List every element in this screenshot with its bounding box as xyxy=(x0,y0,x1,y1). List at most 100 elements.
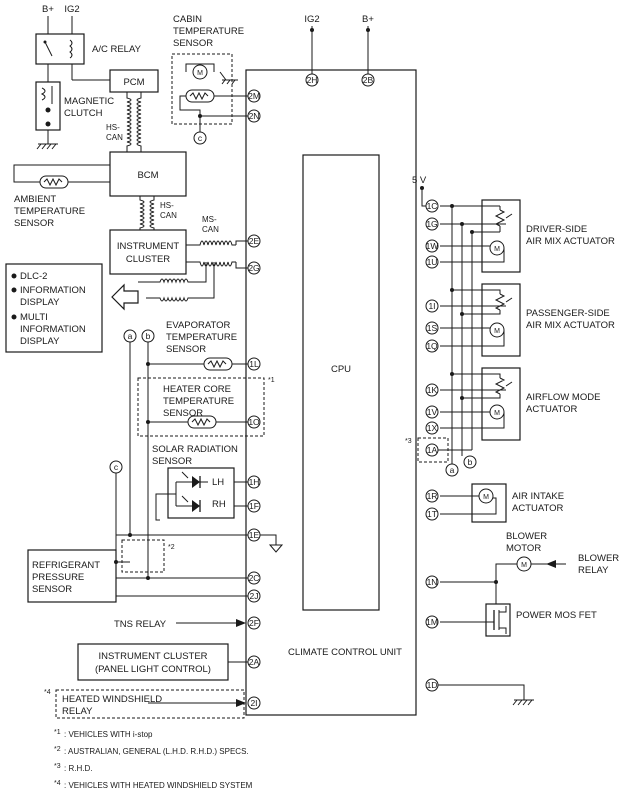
hs-can-1-label-b: CAN xyxy=(106,133,123,142)
svg-text:1X: 1X xyxy=(427,423,438,433)
pin-1F: 1F xyxy=(247,499,261,513)
svg-text:b: b xyxy=(468,457,473,467)
pin-1Q: 1Q xyxy=(425,339,439,353)
svg-text:1V: 1V xyxy=(427,407,438,417)
svg-text:2I: 2I xyxy=(250,698,257,708)
airflow-mode-label-2: ACTUATOR xyxy=(526,404,578,415)
pin-1I: 1I xyxy=(425,299,439,313)
multi-info-display-label-3: DISPLAY xyxy=(20,336,60,347)
driver-air-mix-label-1: DRIVER-SIDE xyxy=(526,224,587,235)
passenger-air-mix-box xyxy=(481,283,521,357)
ac-relay-label: A/C RELAY xyxy=(92,44,142,55)
svg-text:a: a xyxy=(450,465,455,475)
heated-ws-label-1: HEATED WINDSHIELD xyxy=(62,694,162,705)
cpu-label: CPU xyxy=(331,364,351,375)
solar-lh-label: LH xyxy=(212,477,224,488)
heater-core-label-1: HEATER CORE xyxy=(163,384,231,395)
footnote-2-mark: *2 xyxy=(54,746,61,753)
pin-2J: 2J xyxy=(247,589,261,603)
pin-2A: 2A xyxy=(247,655,261,669)
svg-text:1C: 1C xyxy=(427,201,438,211)
svg-text:2N: 2N xyxy=(249,111,260,121)
cabin-sensor-motor-icon xyxy=(192,64,208,80)
svg-text:1O: 1O xyxy=(248,417,260,427)
ground-icon xyxy=(36,143,58,150)
heater-core-label-2: TEMPERATURE xyxy=(163,396,234,407)
connector-b-left: b xyxy=(141,329,155,343)
solar-label-1: SOLAR RADIATION xyxy=(152,444,238,455)
pcm-box xyxy=(109,69,159,93)
connector-c-top: c xyxy=(193,131,207,145)
svg-text:c: c xyxy=(114,462,119,472)
cabin-sensor-box xyxy=(171,53,233,125)
bcm-box xyxy=(109,151,187,197)
svg-text:a: a xyxy=(128,331,133,341)
pin-1D: 1D xyxy=(425,678,439,692)
pin-1O: 1O xyxy=(247,415,261,429)
svg-text:2H: 2H xyxy=(307,75,318,85)
cpu-box xyxy=(302,154,380,611)
blower-relay-arrow-icon xyxy=(546,560,556,568)
footnote-1-mark: *1 xyxy=(54,729,61,736)
tns-relay-arrow-icon xyxy=(236,619,246,627)
hs-can-coil-1 xyxy=(126,92,142,154)
footnote-3: : R.H.D. xyxy=(64,764,92,773)
air-intake-box xyxy=(471,483,507,523)
multi-info-display-label-1: MULTI xyxy=(20,312,48,323)
pin-2E: 2E xyxy=(247,234,261,248)
pin-1S: 1S xyxy=(425,321,439,335)
footnote-4: : VEHICLES WITH HEATED WINDSHIELD SYSTEM xyxy=(64,781,253,790)
pin-2B: 2B xyxy=(361,73,375,87)
svg-text:1G: 1G xyxy=(426,219,437,229)
svg-text:1A: 1A xyxy=(427,445,438,455)
multi-info-display-label-2: INFORMATION xyxy=(20,324,86,335)
svg-text:2E: 2E xyxy=(249,236,260,246)
pin-1K: 1K xyxy=(425,383,439,397)
air-intake-label-2: ACTUATOR xyxy=(512,503,564,514)
svg-text:b: b xyxy=(146,331,151,341)
cabin-sensor-label-2: TEMPERATURE xyxy=(173,26,244,37)
svg-text:M: M xyxy=(521,562,527,569)
pin-1X: 1X xyxy=(425,421,439,435)
bplus-label-right: B+ xyxy=(362,14,374,25)
pin-1R: 1R xyxy=(425,489,439,503)
hs-can-2-label-b: CAN xyxy=(160,211,177,220)
bcm-label: BCM xyxy=(137,170,158,181)
pin-1D-ground-icon xyxy=(512,699,534,706)
pcm-label: PCM xyxy=(123,77,144,88)
refrigerant-sensor-box xyxy=(27,549,117,603)
pin-1E-ground-icon xyxy=(268,544,284,553)
evap-sensor-label-3: SENSOR xyxy=(166,344,206,355)
hs-can-2-label-a: HS- xyxy=(160,201,174,210)
tns-relay-label: TNS RELAY xyxy=(114,619,167,630)
svg-text:1H: 1H xyxy=(249,477,260,487)
svg-text:1L: 1L xyxy=(249,359,259,369)
svg-text:1T: 1T xyxy=(427,509,437,519)
svg-text:2C: 2C xyxy=(249,573,260,583)
svg-text:M: M xyxy=(483,494,489,501)
refrig-label-2: PRESSURE xyxy=(32,572,84,583)
footnote-4-mark: *4 xyxy=(54,780,61,787)
note-mark-1: *1 xyxy=(268,377,275,384)
evap-sensor-label-1: EVAPORATOR xyxy=(166,320,231,331)
refrig-label-3: SENSOR xyxy=(32,584,72,595)
pin-1N: 1N xyxy=(425,575,439,589)
heater-core-label-3: SENSOR xyxy=(163,408,203,419)
cabin-sensor-label-3: SENSOR xyxy=(173,38,213,49)
svg-text:2A: 2A xyxy=(249,657,260,667)
ms-can-label-b: CAN xyxy=(202,225,219,234)
pin-1G: 1G xyxy=(425,217,439,231)
blower-motor-label-1: BLOWER xyxy=(506,531,547,542)
svg-text:2B: 2B xyxy=(363,75,374,85)
heated-ws-arrow-icon xyxy=(236,699,246,707)
footnote-2: : AUSTRALIAN, GENERAL (L.H.D. R.H.D.) SP… xyxy=(64,747,249,756)
refrigerant-option-box xyxy=(121,539,165,573)
bplus-label-left: B+ xyxy=(42,4,54,15)
footnote-3-mark: *3 xyxy=(54,763,61,770)
pin-1M: 1M xyxy=(425,615,439,629)
ac-relay-box xyxy=(35,33,85,65)
svg-text:M: M xyxy=(494,328,500,335)
pin-1E: 1E xyxy=(247,528,261,542)
svg-text:1Q: 1Q xyxy=(426,341,438,351)
svg-text:M: M xyxy=(197,70,203,77)
